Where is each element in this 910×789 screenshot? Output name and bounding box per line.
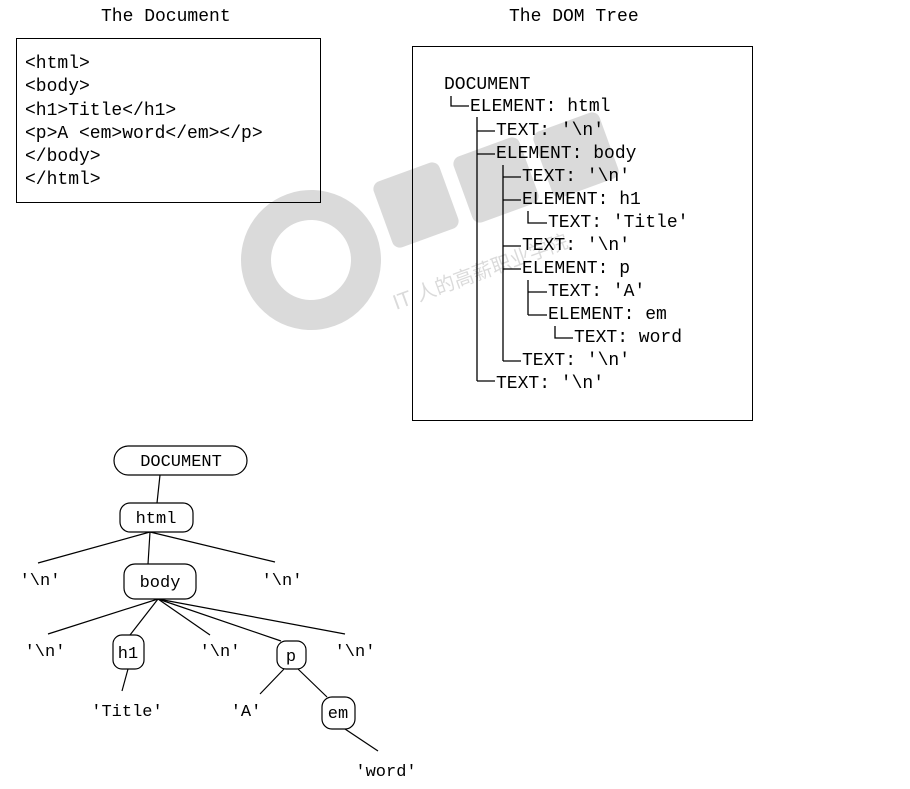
dom-node-element: ELEMENT: em bbox=[548, 305, 667, 325]
dom-tree-connectors bbox=[450, 96, 573, 382]
node-text-label: '\n' bbox=[25, 643, 66, 662]
dom-node-element: ELEMENT: p bbox=[522, 259, 631, 279]
node-document-label: DOCUMENT bbox=[140, 453, 222, 472]
node-p-shape bbox=[276, 640, 307, 670]
source-line: <h1>Title</h1> bbox=[25, 100, 177, 121]
node-a-text-label: 'A' bbox=[231, 703, 262, 722]
node-body-label: body bbox=[140, 574, 181, 593]
source-line: <p>A <em>word</em></p> bbox=[25, 123, 263, 144]
dom-node-text: TEXT: '\n' bbox=[522, 236, 631, 256]
node-title-text-label: 'Title' bbox=[91, 703, 162, 722]
dom-node-text: TEXT: '\n' bbox=[522, 351, 631, 371]
node-document-shape bbox=[113, 445, 248, 476]
source-line: </body> bbox=[25, 147, 101, 168]
dom-node-text: TEXT: '\n' bbox=[496, 374, 605, 394]
document-panel-title: The Document bbox=[101, 7, 231, 27]
source-line: </html> bbox=[25, 170, 101, 191]
dom-node-text: TEXT: '\n' bbox=[522, 167, 631, 187]
node-word-text-label: 'word' bbox=[355, 763, 416, 782]
source-line: <html> bbox=[25, 54, 90, 74]
dom-node-text: TEXT: '\n' bbox=[496, 121, 605, 141]
dom-tree-panel-title: The DOM Tree bbox=[509, 7, 639, 27]
dom-node-element: ELEMENT: html bbox=[470, 97, 611, 117]
node-text-label: '\n' bbox=[20, 572, 61, 591]
dom-node-document: DOCUMENT bbox=[444, 75, 531, 95]
node-p-label: p bbox=[286, 648, 296, 667]
tree-edges bbox=[37, 474, 379, 752]
node-text-label: '\n' bbox=[335, 643, 376, 662]
dom-node-text: TEXT: word bbox=[574, 328, 683, 348]
document-source-box: <html> <body> <h1>Title</h1> <p>A <em>wo… bbox=[16, 38, 321, 203]
node-html-shape bbox=[119, 502, 194, 533]
node-html-label: html bbox=[136, 510, 177, 529]
node-body-shape bbox=[123, 563, 197, 600]
node-text-label: '\n' bbox=[262, 572, 303, 591]
dom-tree-box: DOCUMENT ELEMENT: html TEXT: '\n' ELEMEN… bbox=[412, 46, 753, 421]
source-line: <body> bbox=[25, 77, 90, 98]
node-em-label: em bbox=[328, 705, 348, 724]
dom-node-element: ELEMENT: h1 bbox=[522, 190, 641, 210]
dom-node-text: TEXT: 'A' bbox=[548, 282, 646, 302]
dom-node-text: TEXT: 'Title' bbox=[548, 213, 689, 233]
node-em-shape bbox=[321, 696, 356, 730]
node-text-label: '\n' bbox=[200, 643, 241, 662]
node-h1-label: h1 bbox=[118, 645, 138, 664]
node-h1-shape bbox=[112, 634, 145, 670]
dom-node-element: ELEMENT: body bbox=[496, 144, 637, 164]
